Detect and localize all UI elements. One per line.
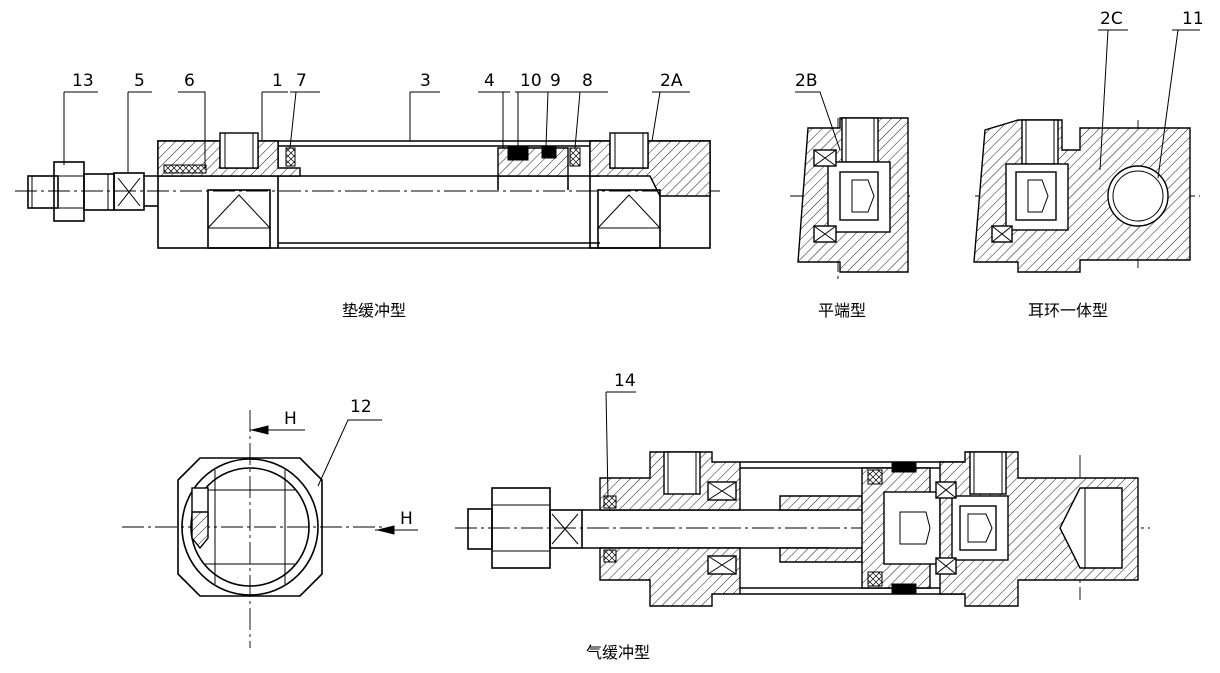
section-mark-h-right: H — [400, 509, 413, 529]
label-13: 13 — [72, 71, 94, 91]
label-9: 9 — [550, 71, 561, 91]
label-5: 5 — [134, 71, 145, 91]
view-end-section-12: H H 12 — [122, 397, 418, 648]
front-end-cap — [157, 132, 301, 249]
piston-rod — [113, 172, 600, 211]
label-11: 11 — [1182, 9, 1204, 29]
label-10: 10 — [520, 71, 542, 91]
label-2B: 2B — [795, 71, 817, 91]
label-12: 12 — [350, 397, 372, 417]
caption-air-cushion: 气缓冲型 — [586, 643, 650, 662]
label-3: 3 — [420, 71, 431, 91]
caption-flat-end: 平端型 — [818, 301, 866, 320]
piston-assembly — [497, 145, 581, 190]
section-mark-h-top: H — [284, 409, 297, 429]
rear-end-cap — [589, 132, 711, 249]
view-integral-clevis: 2C 11 耳环一体型 — [973, 9, 1204, 320]
rod-end-nut — [27, 161, 115, 222]
label-4: 4 — [484, 71, 495, 91]
label-2A: 2A — [660, 71, 683, 91]
label-1: 1 — [272, 71, 283, 91]
caption-pad-cushion: 垫缓冲型 — [342, 301, 406, 320]
view-air-cushion-cylinder: 14 气缓冲型 — [455, 371, 1150, 662]
leaders-view1 — [63, 91, 690, 172]
label-6: 6 — [184, 71, 195, 91]
part-labels-view1: 13 5 6 1 7 3 4 10 9 8 2A — [72, 71, 683, 91]
label-8: 8 — [582, 71, 593, 91]
caption-integral-clevis: 耳环一体型 — [1028, 301, 1108, 320]
label-14: 14 — [614, 371, 636, 391]
view-pad-cushion-cylinder: 13 5 6 1 7 3 4 10 9 8 2A 垫缓冲型 — [15, 71, 720, 320]
view-flat-end: 2B 平端型 — [790, 71, 910, 320]
label-2C: 2C — [1100, 9, 1123, 29]
label-7: 7 — [296, 71, 307, 91]
